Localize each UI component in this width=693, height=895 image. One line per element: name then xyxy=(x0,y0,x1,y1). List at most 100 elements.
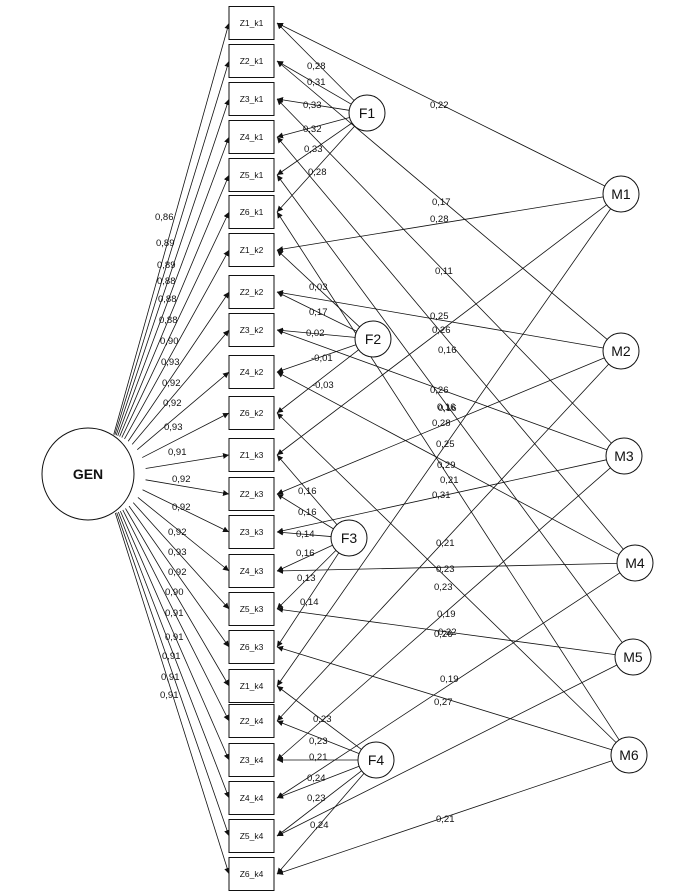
indicator-label: Z6_k3 xyxy=(240,642,264,652)
factor-arrow xyxy=(276,685,362,750)
method-arrow xyxy=(276,467,611,761)
factor-arrow xyxy=(276,773,365,875)
method-arrow xyxy=(276,562,618,574)
method-arrow xyxy=(276,174,623,643)
gen-loading-label: 0,91 xyxy=(165,608,184,619)
factor-arrow xyxy=(276,529,332,537)
indicator-label: Z2_k4 xyxy=(240,716,264,726)
indicator-box: Z4_k3 xyxy=(228,554,275,588)
gen-arrow xyxy=(115,98,230,436)
factor-loading-label: 0,21 xyxy=(309,752,328,763)
indicator-box: Z5_k1 xyxy=(228,158,275,192)
method-loading-label: 0,22 xyxy=(430,100,449,111)
factor-label: F1 xyxy=(359,105,376,121)
method-loading-label: 0,23 xyxy=(436,564,455,575)
indicator-box: Z1_k1 xyxy=(228,6,275,40)
factor-arrow xyxy=(276,249,360,328)
gen-arrow xyxy=(113,22,231,435)
indicator-box: Z5_k3 xyxy=(228,592,275,626)
gen-arrow xyxy=(127,291,230,442)
method-node: M4 xyxy=(616,544,654,582)
gen-arrow xyxy=(122,509,230,722)
factor-loading-label: 0,33 xyxy=(303,100,322,111)
factor-arrow xyxy=(276,96,350,111)
indicator-label: Z6_k2 xyxy=(240,408,264,418)
indicator-box: Z6_k1 xyxy=(228,195,275,229)
factor-loading-label: 0,33 xyxy=(304,144,323,155)
indicator-box: Z4_k1 xyxy=(228,120,275,154)
method-arrow xyxy=(276,60,608,340)
indicator-label: Z3_k4 xyxy=(240,755,264,765)
method-loading-label: 0,19 xyxy=(437,609,456,620)
indicator-box: Z5_k4 xyxy=(228,819,275,853)
gen-loading-label: 0,89 xyxy=(156,238,175,249)
gen-arrow xyxy=(114,60,231,435)
factor-loading-label: 0,03 xyxy=(309,282,328,293)
factor-arrow xyxy=(276,765,360,799)
method-loading-label: 0,28 xyxy=(432,418,451,429)
method-arrow xyxy=(276,760,613,875)
gen-arrow xyxy=(142,489,230,533)
gen-loading-label: 0,92 xyxy=(172,474,191,485)
factor-loading-label: 0,16 xyxy=(298,507,317,518)
indicator-box: Z2_k2 xyxy=(228,275,275,309)
factor-arrow xyxy=(276,552,340,648)
gen-loading-label: 0,93 xyxy=(164,422,183,433)
method-node: M6 xyxy=(610,736,648,774)
method-arrow xyxy=(276,645,612,751)
method-loading-label: 0,26 xyxy=(432,325,451,336)
gen-loading-label: 0,91 xyxy=(162,651,181,662)
method-loading-label: 0,31 xyxy=(432,490,451,501)
indicator-label: Z2_k1 xyxy=(240,56,264,66)
method-arrow xyxy=(276,136,624,550)
gen-loading-label: 0,88 xyxy=(158,294,177,305)
indicator-label: Z6_k4 xyxy=(240,869,264,879)
indicator-box: Z3_k2 xyxy=(228,313,275,347)
method-label: M1 xyxy=(611,186,631,202)
factor-loading-label: 0,24 xyxy=(307,773,326,784)
indicator-label: Z5_k4 xyxy=(240,831,264,841)
indicator-label: Z5_k3 xyxy=(240,604,264,614)
method-arrow xyxy=(276,412,617,743)
factor-loading-label: 0,24 xyxy=(310,820,329,831)
method-loading-label: 0,16 xyxy=(438,403,457,414)
factor-loading-label: -0,03 xyxy=(312,380,334,391)
method-loading-label: 0,25 xyxy=(436,439,455,450)
indicator-label: Z3_k3 xyxy=(240,527,264,537)
method-loading-label: 0,21 xyxy=(436,814,455,825)
method-label: M6 xyxy=(619,747,639,763)
factor-loading-label: 0,13 xyxy=(297,573,316,584)
gen-arrow xyxy=(142,412,230,458)
method-arrow xyxy=(276,98,612,444)
method-arrow xyxy=(276,204,607,456)
indicator-label: Z4_k3 xyxy=(240,566,264,576)
factor-loading-label: 0,23 xyxy=(307,793,326,804)
gen-loading-label: 0,92 xyxy=(172,502,191,513)
gen-loading-label: 0,92 xyxy=(162,378,181,389)
gen-node: GEN xyxy=(41,427,135,521)
indicator-box: Z3_k3 xyxy=(228,515,275,549)
factor-loading-label: 0,16 xyxy=(298,486,317,497)
factor-arrow xyxy=(276,770,362,837)
method-loading-label: 0,25 xyxy=(430,311,449,322)
factor-arrow xyxy=(276,291,357,332)
method-arrow xyxy=(276,357,605,495)
indicator-label: Z4_k2 xyxy=(240,367,264,377)
indicator-label: Z2_k2 xyxy=(240,287,264,297)
factor-arrow xyxy=(276,60,352,105)
indicator-box: Z4_k4 xyxy=(228,781,275,815)
method-arrow xyxy=(276,371,620,555)
indicator-box: Z6_k4 xyxy=(228,857,275,891)
method-loading-label: 0,21 xyxy=(436,538,455,549)
factor-node: F3 xyxy=(330,519,368,557)
method-loading-label: 0,28 xyxy=(430,214,449,225)
factor-loading-label: 0,32 xyxy=(303,124,322,135)
method-label: M4 xyxy=(625,555,645,571)
factor-arrow xyxy=(276,344,357,373)
method-arrow xyxy=(276,196,604,252)
factor-arrow xyxy=(276,550,337,610)
factor-loading-label: 0,14 xyxy=(300,597,319,608)
factor-label: F2 xyxy=(365,331,382,347)
factor-arrow xyxy=(276,720,360,754)
gen-loading-label: 0,91 xyxy=(165,632,184,643)
